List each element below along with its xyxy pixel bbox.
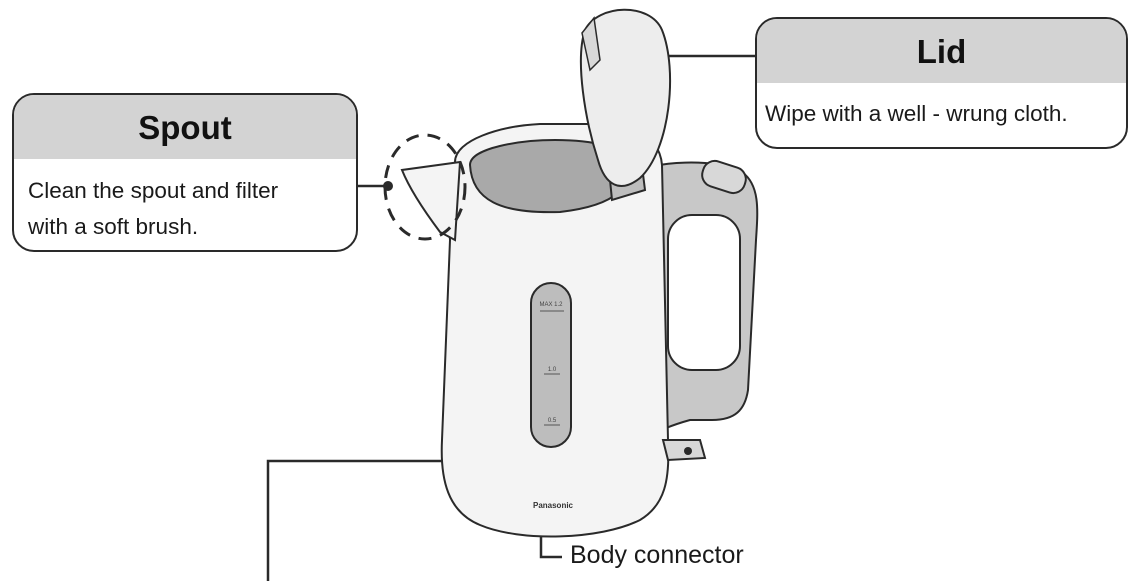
kettle-lid [579, 8, 672, 187]
spout-callout-text: Clean the spout and filter with a soft b… [14, 159, 356, 245]
power-switch [661, 439, 707, 462]
lid-release-button [701, 159, 747, 195]
spout-callout-title: Spout [14, 95, 356, 159]
brand-logo: Panasonic [533, 501, 574, 510]
water-level-window [530, 282, 572, 448]
spout-highlight-ring [383, 133, 467, 241]
gauge-mid-label: 1.0 [548, 367, 557, 373]
handle-opening [667, 214, 741, 371]
switch-indicator [684, 447, 692, 455]
gauge-min-label: 0.5 [548, 418, 557, 424]
gauge-max-label: MAX 1.2 [539, 302, 563, 308]
body-leader-line [266, 459, 472, 581]
connector-leader-line [539, 530, 562, 559]
lid-callout-title: Lid [757, 19, 1126, 83]
body-connector-label: Body connector [570, 541, 744, 569]
kettle-spout [400, 160, 462, 242]
lid-callout: Lid Wipe with a well - wrung cloth. [755, 17, 1128, 149]
lid-rim [581, 16, 601, 72]
spout-callout-line-2: with a soft brush. [28, 214, 199, 239]
lid-callout-text: Wipe with a well - wrung cloth. [765, 101, 1068, 126]
spout-callout-line-1: Clean the spout and filter [28, 178, 279, 203]
spout-callout: Spout Clean the spout and filter with a … [12, 93, 358, 252]
